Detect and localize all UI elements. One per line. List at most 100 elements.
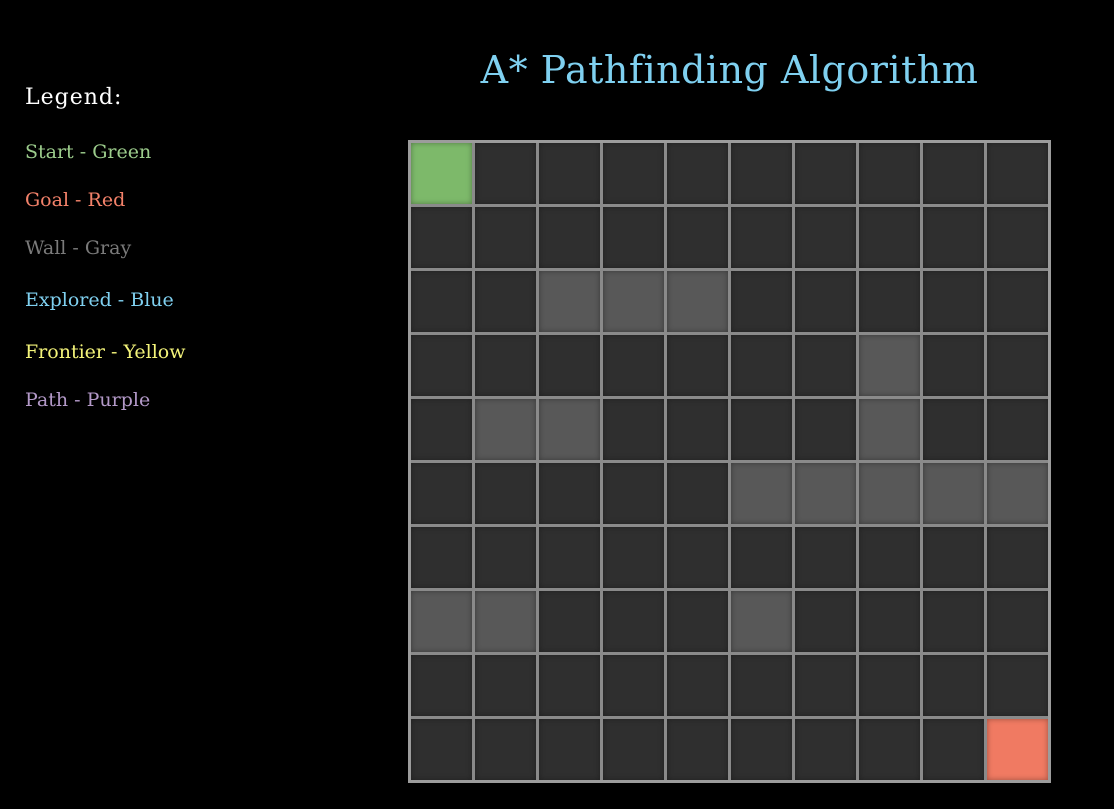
grid-cell-wall[interactable]	[539, 399, 600, 460]
grid-cell-empty[interactable]	[667, 335, 728, 396]
grid-cell-empty[interactable]	[411, 463, 472, 524]
grid-cell-empty[interactable]	[923, 719, 984, 780]
grid-cell-empty[interactable]	[923, 655, 984, 716]
grid-cell-empty[interactable]	[923, 591, 984, 652]
grid-cell-empty[interactable]	[539, 527, 600, 588]
grid-cell-empty[interactable]	[603, 719, 664, 780]
grid-cell-empty[interactable]	[731, 271, 792, 332]
grid-cell-empty[interactable]	[475, 527, 536, 588]
grid-cell-empty[interactable]	[411, 719, 472, 780]
grid-cell-empty[interactable]	[795, 271, 856, 332]
grid-cell-wall[interactable]	[859, 335, 920, 396]
grid-cell-wall[interactable]	[475, 591, 536, 652]
grid-cell-empty[interactable]	[667, 399, 728, 460]
grid-cell-wall[interactable]	[923, 463, 984, 524]
grid-cell-start[interactable]	[411, 143, 472, 204]
grid-cell-empty[interactable]	[539, 719, 600, 780]
grid-cell-empty[interactable]	[731, 399, 792, 460]
grid-cell-wall[interactable]	[731, 463, 792, 524]
grid-cell-empty[interactable]	[795, 207, 856, 268]
grid-cell-empty[interactable]	[731, 207, 792, 268]
grid-cell-empty[interactable]	[987, 399, 1048, 460]
grid-cell-empty[interactable]	[923, 399, 984, 460]
grid-cell-empty[interactable]	[923, 527, 984, 588]
grid-cell-empty[interactable]	[859, 655, 920, 716]
grid-cell-empty[interactable]	[475, 655, 536, 716]
grid-cell-empty[interactable]	[923, 143, 984, 204]
grid-cell-empty[interactable]	[475, 463, 536, 524]
grid-cell-empty[interactable]	[603, 655, 664, 716]
grid-cell-wall[interactable]	[795, 463, 856, 524]
grid-cell-wall[interactable]	[859, 399, 920, 460]
grid-cell-empty[interactable]	[603, 463, 664, 524]
grid-cell-empty[interactable]	[795, 591, 856, 652]
grid-cell-wall[interactable]	[539, 271, 600, 332]
grid-cell-wall[interactable]	[667, 271, 728, 332]
grid-cell-empty[interactable]	[667, 591, 728, 652]
grid-cell-goal[interactable]	[987, 719, 1048, 780]
grid-cell-empty[interactable]	[667, 463, 728, 524]
grid-cell-empty[interactable]	[539, 143, 600, 204]
grid-cell-empty[interactable]	[411, 207, 472, 268]
grid-cell-empty[interactable]	[731, 527, 792, 588]
grid-cell-empty[interactable]	[795, 527, 856, 588]
grid-cell-wall[interactable]	[731, 591, 792, 652]
grid-cell-empty[interactable]	[859, 143, 920, 204]
grid-cell-wall[interactable]	[475, 399, 536, 460]
grid-cell-empty[interactable]	[795, 335, 856, 396]
grid-cell-empty[interactable]	[923, 271, 984, 332]
grid-cell-empty[interactable]	[731, 335, 792, 396]
grid-cell-empty[interactable]	[731, 655, 792, 716]
grid-cell-empty[interactable]	[667, 655, 728, 716]
grid-cell-wall[interactable]	[411, 591, 472, 652]
grid-cell-empty[interactable]	[987, 143, 1048, 204]
grid-cell-empty[interactable]	[411, 335, 472, 396]
grid-cell-empty[interactable]	[987, 207, 1048, 268]
grid-cell-empty[interactable]	[795, 143, 856, 204]
grid-cell-empty[interactable]	[795, 655, 856, 716]
grid-cell-wall[interactable]	[603, 271, 664, 332]
grid-cell-empty[interactable]	[411, 527, 472, 588]
grid-cell-empty[interactable]	[411, 655, 472, 716]
grid-cell-empty[interactable]	[795, 719, 856, 780]
grid-cell-empty[interactable]	[539, 207, 600, 268]
grid-cell-empty[interactable]	[539, 463, 600, 524]
grid-cell-empty[interactable]	[859, 591, 920, 652]
grid-cell-empty[interactable]	[667, 143, 728, 204]
grid-cell-empty[interactable]	[539, 591, 600, 652]
grid-cell-empty[interactable]	[859, 271, 920, 332]
grid-cell-empty[interactable]	[731, 143, 792, 204]
grid-cell-empty[interactable]	[411, 271, 472, 332]
grid-cell-empty[interactable]	[987, 335, 1048, 396]
grid-cell-empty[interactable]	[795, 399, 856, 460]
grid-cell-empty[interactable]	[923, 335, 984, 396]
grid-cell-empty[interactable]	[603, 335, 664, 396]
grid-cell-empty[interactable]	[859, 207, 920, 268]
grid-cell-empty[interactable]	[923, 207, 984, 268]
grid-cell-empty[interactable]	[475, 719, 536, 780]
grid-cell-empty[interactable]	[859, 719, 920, 780]
grid-cell-wall[interactable]	[987, 463, 1048, 524]
grid-cell-empty[interactable]	[411, 399, 472, 460]
grid-cell-empty[interactable]	[475, 335, 536, 396]
grid-cell-empty[interactable]	[475, 143, 536, 204]
grid-cell-empty[interactable]	[603, 207, 664, 268]
grid-cell-empty[interactable]	[475, 207, 536, 268]
grid-cell-empty[interactable]	[539, 335, 600, 396]
grid-cell-empty[interactable]	[987, 655, 1048, 716]
grid-cell-empty[interactable]	[603, 527, 664, 588]
grid-cell-empty[interactable]	[667, 719, 728, 780]
grid-cell-empty[interactable]	[859, 527, 920, 588]
grid-cell-wall[interactable]	[859, 463, 920, 524]
grid-cell-empty[interactable]	[603, 143, 664, 204]
grid-cell-empty[interactable]	[667, 207, 728, 268]
grid-cell-empty[interactable]	[987, 591, 1048, 652]
grid-cell-empty[interactable]	[475, 271, 536, 332]
grid-cell-empty[interactable]	[667, 527, 728, 588]
grid-cell-empty[interactable]	[603, 591, 664, 652]
grid-cell-empty[interactable]	[539, 655, 600, 716]
grid-cell-empty[interactable]	[987, 271, 1048, 332]
grid-cell-empty[interactable]	[987, 527, 1048, 588]
grid-cell-empty[interactable]	[603, 399, 664, 460]
grid-cell-empty[interactable]	[731, 719, 792, 780]
